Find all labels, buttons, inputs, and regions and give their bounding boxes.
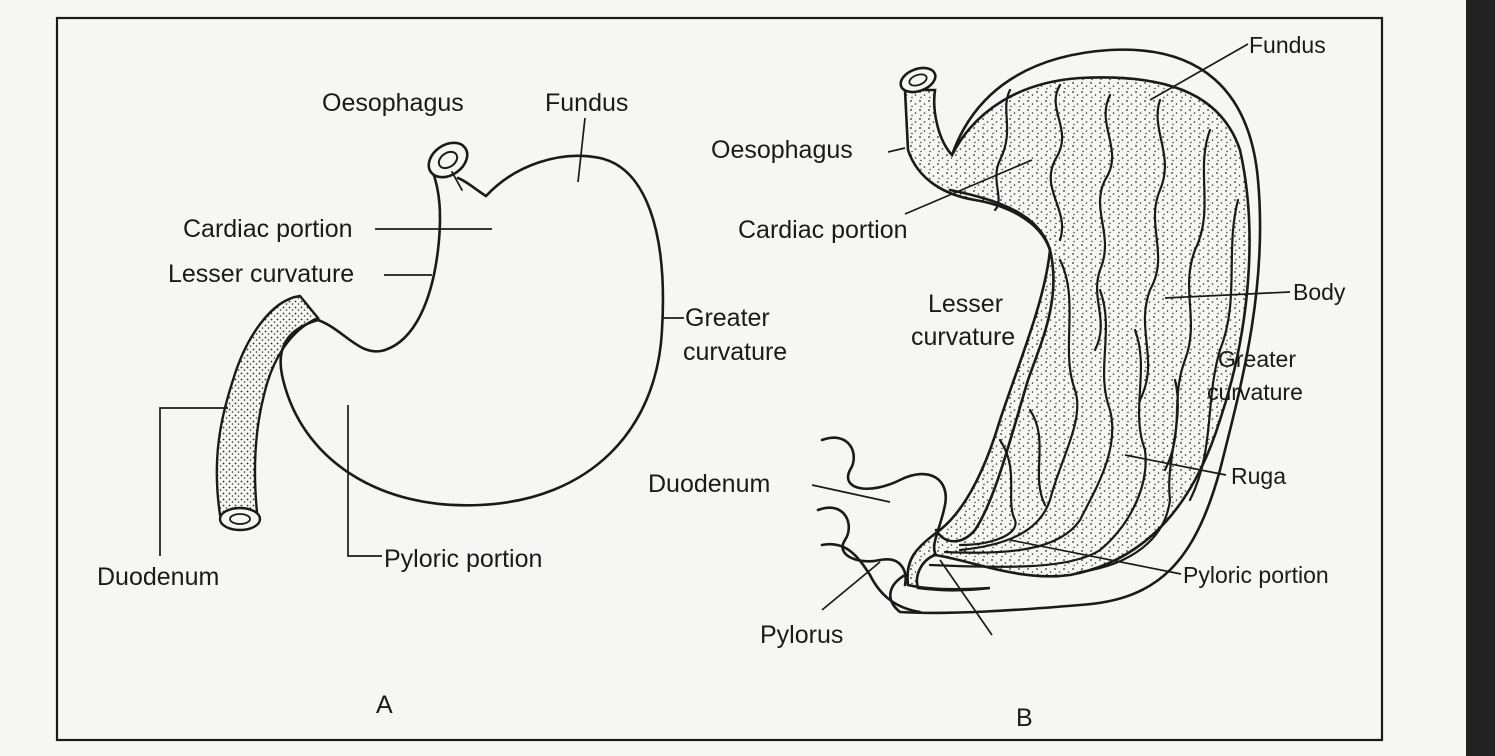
panel-a-label-duodenum: Duodenum xyxy=(97,563,219,591)
panel-b-label-pyloric-portion: Pyloric portion xyxy=(1183,562,1329,588)
panel-b-label-ruga: Ruga xyxy=(1231,463,1286,489)
panel-b-label-fundus: Fundus xyxy=(1249,32,1326,58)
panel-b-letter: B xyxy=(1016,704,1033,732)
panel-a-label-cardiac-portion: Cardiac portion xyxy=(183,215,353,243)
panel-b-label-greater-curvature-1: Greater xyxy=(1218,346,1296,372)
panel-b-label-body: Body xyxy=(1293,279,1346,305)
panel-b-label-lesser-curvature-2: curvature xyxy=(911,323,1015,351)
panel-b-label-pylorus: Pylorus xyxy=(760,621,843,649)
page-right-edge-shadow xyxy=(1466,0,1495,756)
panel-a-label-greater-curvature-1: Greater xyxy=(685,304,770,332)
panel-a-label-fundus: Fundus xyxy=(545,89,628,117)
panel-b-label-greater-curvature-2: curvature xyxy=(1207,379,1303,405)
panel-a-label-pyloric-portion: Pyloric portion xyxy=(384,545,542,573)
panel-a-duodenum-opening xyxy=(220,508,260,530)
panel-a-label-lesser-curvature: Lesser curvature xyxy=(168,260,354,288)
panel-b-label-duodenum: Duodenum xyxy=(648,470,770,498)
panel-b-label-lesser-curvature-1: Lesser xyxy=(928,290,1003,318)
panel-b-label-oesophagus: Oesophagus xyxy=(711,136,853,164)
panel-b-label-cardiac-portion: Cardiac portion xyxy=(738,216,908,244)
panel-a-label-greater-curvature-2: curvature xyxy=(683,338,787,366)
panel-a-letter: A xyxy=(376,691,393,719)
panel-a-label-oesophagus: Oesophagus xyxy=(322,89,464,117)
